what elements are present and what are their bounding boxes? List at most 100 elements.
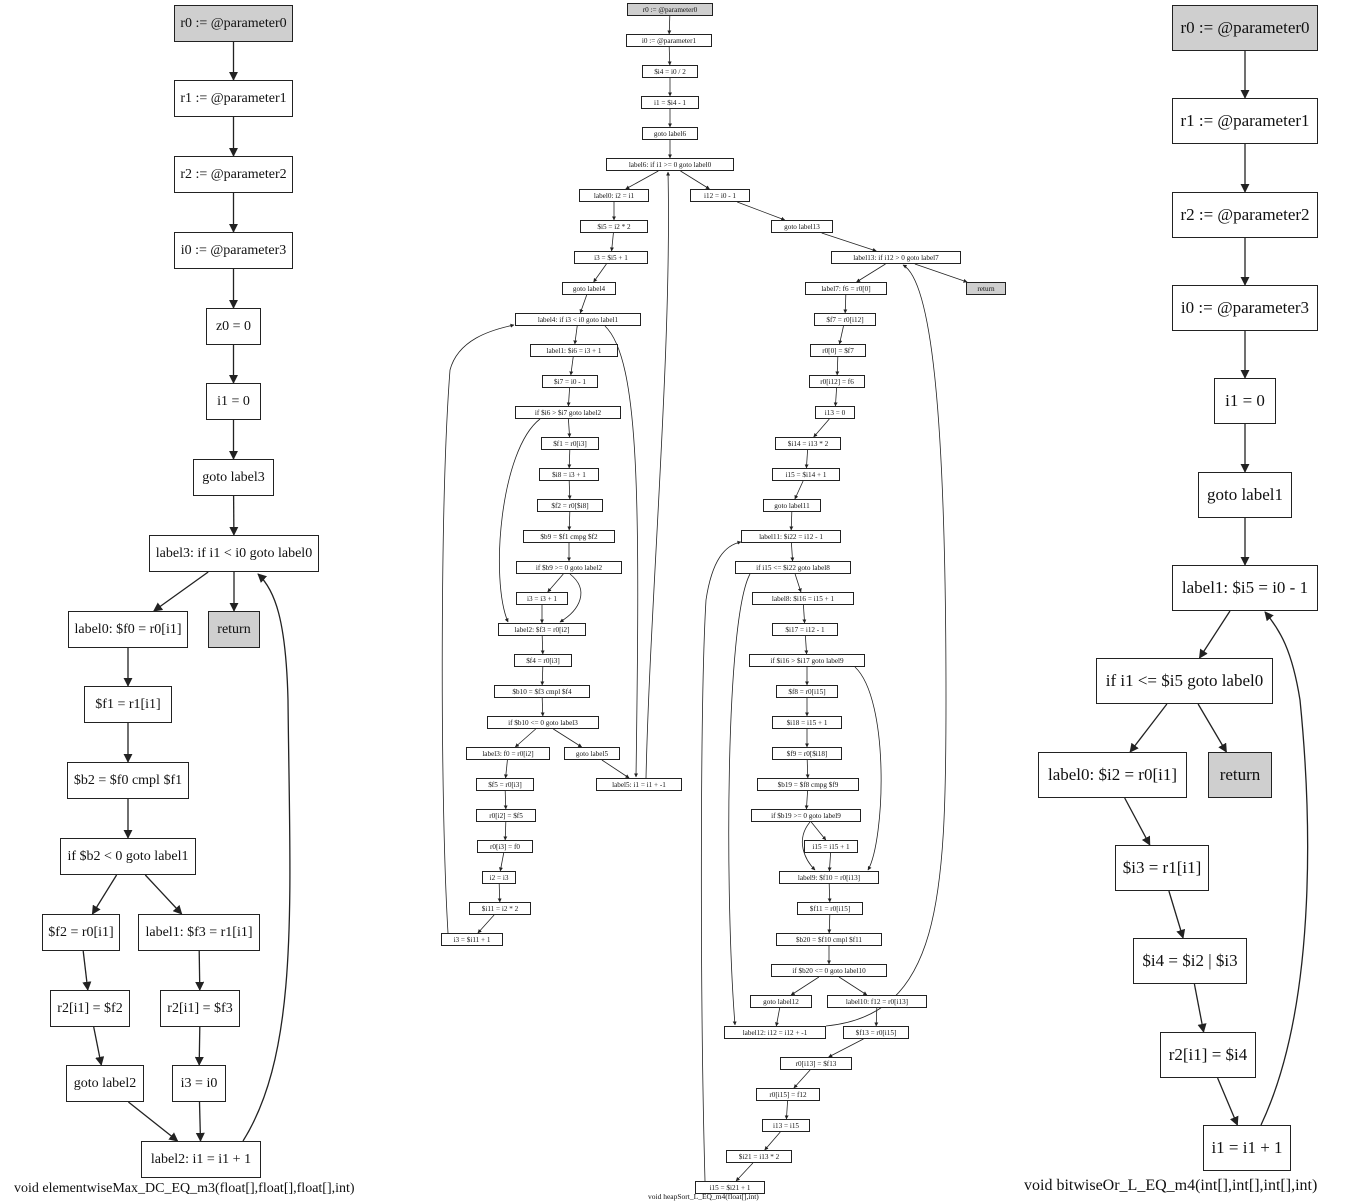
d2-node-c1: i12 = i0 - 1 — [690, 189, 750, 202]
d2-edge-c33-to-c34 — [784, 1100, 789, 1120]
d2-node-c26: $b20 = $f10 cmpl $f11 — [776, 933, 882, 946]
d2-node-c21: $b19 = $f8 cmpg $f9 — [757, 778, 859, 791]
d2-node-c17: if $i16 > $i17 goto label9 — [749, 654, 865, 667]
d3-node-q4: i1 = 0 — [1214, 378, 1276, 424]
d2-node-a4: i1 = $i4 - 1 — [641, 96, 699, 109]
d1-node-p3: i0 := @parameter3 — [174, 232, 293, 269]
d3-node-q8: label0: $i2 = r0[i1] — [1038, 752, 1187, 798]
d2-node-b26: $i11 = i2 * 2 — [469, 902, 531, 915]
d2-node-c24: label9: $f10 = r0[i13] — [779, 871, 879, 884]
d2-edge-b17-to-b18 — [540, 697, 545, 717]
d2-node-c19: $i18 = i15 + 1 — [772, 716, 842, 729]
d2-edge-c5-to-c6 — [843, 294, 848, 314]
d2-node-c13: label11: $i22 = i12 - 1 — [741, 530, 841, 543]
d1-edge-r2b-to-i3 — [194, 1026, 204, 1066]
d2-edge-b25-to-b26 — [497, 883, 502, 903]
d1-edge-g2-to-l2 — [127, 1101, 179, 1142]
d2-edge-c16-to-c17 — [804, 635, 809, 655]
d2-node-b8: if $i6 > $i7 goto label2 — [515, 406, 621, 419]
d2-node-c11: i15 = $i14 + 1 — [772, 468, 840, 481]
d2-node-c33: r0[i15] = f12 — [756, 1088, 820, 1101]
d2-edge-b2-to-b3 — [609, 232, 614, 252]
d2-node-b23: r0[i2] = $f5 — [476, 809, 536, 822]
d2-edge-a1-to-a2 — [667, 15, 672, 35]
d2-node-b25: i2 = i3 — [482, 871, 516, 884]
d1-node-i3: i3 = i0 — [172, 1065, 226, 1102]
d2-edge-b7-to-b8 — [566, 387, 571, 407]
d2-edge-c27-to-c28 — [790, 976, 820, 996]
d3-edge-q10-to-q11 — [1168, 890, 1186, 939]
d2-node-c15: label8: $i16 = i15 + 1 — [752, 592, 854, 605]
d3-edge-q8-to-q10 — [1124, 797, 1151, 846]
d2-node-c36: i15 = $i21 + 1 — [695, 1181, 765, 1194]
d3-edge-q7-to-q9 — [1197, 703, 1227, 753]
d2-edge-c28-to-c30 — [775, 1007, 781, 1027]
d2-edge-b20-to-b21 — [601, 759, 630, 779]
d1-node-l3: label3: if i1 < i0 goto label0 — [149, 535, 319, 572]
d2-edge-c9-to-c10 — [813, 418, 830, 438]
d2-edge-c3-to-c5 — [856, 263, 886, 283]
d1-node-f2: $f2 = r0[i1] — [42, 914, 120, 951]
d2-node-c7: r0[0] = $f7 — [810, 344, 866, 357]
d2-edge-c34-to-c35 — [764, 1131, 781, 1151]
d2-node-a5: goto label6 — [642, 127, 698, 140]
d2-edge-c11-to-c12 — [794, 480, 804, 500]
d2-edge-b6-to-b7 — [569, 356, 574, 376]
d2-edge-a6-to-b1 — [625, 170, 659, 190]
d2-edge-b23-to-b24 — [503, 821, 508, 841]
d1-edge-r2a-to-g2 — [93, 1026, 105, 1066]
d3-edge-q11-to-q12 — [1193, 983, 1207, 1033]
d2-edge-c21-to-c22 — [804, 790, 809, 810]
d2-edge-c25-to-c26 — [827, 914, 832, 934]
d2-node-c12: goto label11 — [763, 499, 821, 512]
d2-node-b7: $i7 = i0 - 1 — [542, 375, 598, 388]
d3-edge-q6-to-q7 — [1198, 610, 1231, 659]
d2-node-c34: i13 = i15 — [762, 1119, 810, 1132]
d2-edge-c10-to-c11 — [804, 449, 809, 469]
d2-node-a2: i0 := @parameter1 — [626, 34, 712, 47]
d3-node-q13: i1 = i1 + 1 — [1203, 1125, 1291, 1171]
d2-node-c35: $i21 = i13 * 2 — [726, 1150, 792, 1163]
d2-node-b10: $i8 = i3 + 1 — [539, 468, 599, 481]
d2-edge-b11-to-b12 — [567, 511, 572, 531]
d2-edge-b19-to-b22 — [503, 759, 508, 779]
d2-node-c9: i13 = 0 — [815, 406, 855, 419]
d1-node-g2: goto label2 — [66, 1065, 144, 1102]
d2-edge-b8-to-b15 — [498, 418, 541, 623]
d3-edge-q12-to-q13 — [1217, 1077, 1239, 1126]
d1-node-r2b: r2[i1] = $f3 — [160, 990, 240, 1027]
d2-edge-c24-to-c25 — [827, 883, 832, 903]
d2-edge-b27-to-b5 — [441, 323, 515, 934]
d1-node-b2: $b2 = $f0 cmpl $f1 — [67, 762, 189, 799]
d3-node-q5: goto label1 — [1198, 472, 1292, 518]
d1-edge-l3-to-l0 — [153, 571, 209, 612]
d1-node-p0: r0 := @parameter0 — [174, 5, 293, 42]
d2-edge-b16-to-b17 — [540, 666, 545, 686]
d2-node-b9: $f1 = r0[i3] — [541, 437, 599, 450]
d3-node-q1: r1 := @parameter1 — [1172, 98, 1318, 144]
d1-node-g3: goto label3 — [193, 459, 274, 496]
d3-node-q10: $i3 = r1[i1] — [1115, 845, 1209, 891]
d1-node-p1: r1 := @parameter1 — [174, 80, 293, 117]
d2-edge-c17-to-c24 — [854, 666, 882, 871]
d2-node-c29: label10: f12 = r0[i13] — [827, 995, 927, 1008]
d2-edge-c15-to-c16 — [802, 604, 807, 624]
d2-node-b1: label0: i2 = i1 — [579, 189, 649, 202]
d3-node-q6: label1: $i5 = i0 - 1 — [1172, 565, 1318, 611]
d1-node-i1: i1 = 0 — [206, 383, 261, 420]
d2-edge-b8-to-b9 — [567, 418, 572, 438]
d2-edge-b15-to-b16 — [540, 635, 545, 655]
d2-node-b6: label1: $i6 = i3 + 1 — [530, 344, 618, 357]
caption-bitwise-or: void bitwiseOr_L_EQ_m4(int[],int[],int[]… — [1024, 1177, 1318, 1194]
d2-edge-c36-to-c13 — [700, 540, 742, 1182]
d2-edge-b13-to-b14 — [547, 573, 564, 593]
d1-edge-ifb2-to-l1 — [144, 874, 183, 915]
d3-node-q9: return — [1208, 752, 1272, 798]
d2-node-b11: $f2 = r0[$i8] — [537, 499, 603, 512]
d2-node-b3: i3 = $i5 + 1 — [574, 251, 648, 264]
d1-edge-f2-to-r2a — [82, 950, 92, 991]
d3-edge-q7-to-q8 — [1129, 703, 1168, 753]
d2-edge-c12-to-c13 — [789, 511, 794, 531]
d2-node-b18: if $b10 <= 0 goto label3 — [487, 716, 599, 729]
d2-edge-c14-to-c15 — [794, 573, 802, 593]
